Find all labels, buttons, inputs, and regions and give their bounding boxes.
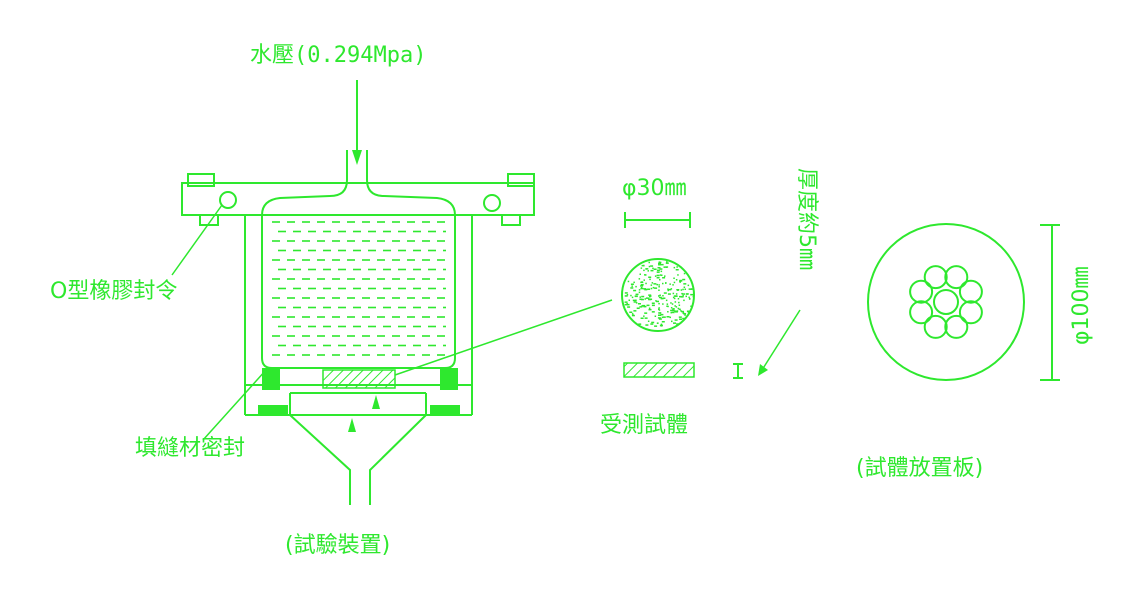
test-apparatus-label: (試驗裝置) [285,533,390,558]
pressure-arrow [352,80,362,165]
o-ring-leader [171,204,223,276]
sealant-leader [202,369,267,441]
specimen-side-view [623,362,695,378]
diameter-dimension [624,212,691,228]
plate-diameter-dimension [1040,224,1060,381]
thickness-label: 厚度約5㎜ [794,168,819,270]
water-fill [272,221,446,356]
water-pressure-label: 水壓(0.294Mpa) [250,43,426,68]
specimen-diameter-label: φ30㎜ [622,176,687,201]
o-ring-label: O型橡膠封令 [50,279,177,304]
specimen-label: 受測試體 [600,413,688,438]
thickness-dimension [733,309,801,379]
specimen-plate [867,223,1025,381]
plate-diameter-label: φ100㎜ [1069,266,1094,345]
o-ring-left [219,191,237,209]
specimen-leader [394,299,613,376]
sealant-label: 填縫材密封 [135,436,245,461]
specimen-disc [621,258,695,332]
o-ring-right [483,194,501,212]
apparatus-cell [181,173,535,505]
specimen-plate-label: (試體放置板) [856,456,983,481]
